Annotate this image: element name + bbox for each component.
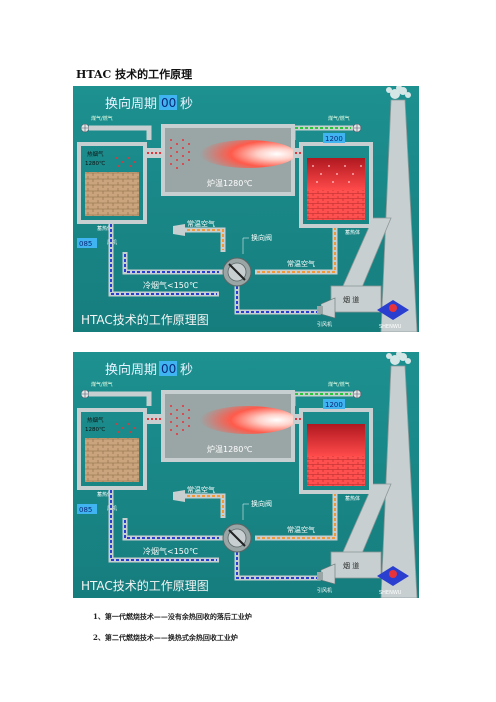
induced-fan-icon	[317, 297, 336, 319]
flue-duct: 烟 道	[330, 217, 392, 313]
left-port	[145, 414, 163, 424]
induced-fan-icon	[317, 563, 336, 585]
valve-leader-line	[242, 237, 249, 254]
left-regenerator: 热烟气 1280℃	[77, 142, 147, 224]
htac-diagram-2: 烟 道 换向周期 00 秒 煤气/燃气 煤气/燃气 热烟气 1280℃	[73, 352, 419, 598]
cycle-unit: 秒	[180, 363, 193, 378]
right-temp-value: 1200	[325, 401, 343, 409]
flue-duct-label: 烟 道	[343, 295, 359, 304]
right-regenerator-label: 蓄热体	[345, 495, 360, 502]
reversing-valve-icon	[222, 257, 252, 287]
left-temp-display	[77, 504, 97, 514]
induced-fan-label: 引风机	[317, 587, 332, 594]
diagram-caption: HTAC技术的工作原理图	[81, 312, 209, 327]
right-port	[293, 148, 303, 158]
preheated-temp-label: 1280℃	[85, 426, 105, 433]
note-2: 2、第二代燃烧技术——换热式余热回收工业炉	[93, 633, 238, 642]
cycle-display	[159, 361, 177, 376]
left-regenerator-label: 蓄热体	[97, 491, 112, 498]
right-bottom-pipe	[255, 226, 338, 275]
fuel-right-label: 煤气/燃气	[328, 115, 350, 122]
left-temp-value: 085	[79, 240, 92, 248]
normal-air-top-label: 常温空气	[187, 219, 215, 228]
normal-air-inlet	[173, 224, 226, 252]
cycle-value: 00	[161, 96, 176, 110]
normal-air-inlet	[173, 490, 226, 518]
normal-air-right-label: 常温空气	[287, 525, 315, 534]
fuel-right-label: 煤气/燃气	[328, 381, 350, 388]
left-temp-value: 085	[79, 506, 92, 514]
right-temp-display	[323, 133, 345, 143]
furnace: 炉温1280℃	[161, 124, 296, 196]
right-temp-value: 1200	[325, 135, 343, 143]
fuel-left-label: 煤气/燃气	[91, 381, 113, 388]
diagram-caption: HTAC技术的工作原理图	[81, 578, 209, 593]
cycle-display	[159, 95, 177, 110]
reversing-valve-icon	[222, 523, 252, 553]
left-regenerator: 热烟气 1280℃	[77, 408, 147, 490]
chimney	[380, 86, 418, 332]
valve-down-pipe	[234, 550, 321, 581]
right-fan-icon	[352, 123, 362, 133]
document-title: HTAC 技术的工作原理	[76, 68, 193, 81]
left-upper-pipe	[122, 518, 223, 541]
preheated-air-label: 热烟气	[87, 416, 104, 424]
reversing-valve-label: 换向阀	[251, 499, 272, 508]
logo-text: SHENWU	[379, 590, 402, 596]
cold-flue-label: 冷烟气<150℃	[143, 546, 198, 556]
preheated-air-label: 热烟气	[87, 150, 104, 158]
induced-fan-label: 引风机	[317, 321, 332, 328]
cycle-label: 换向周期	[105, 96, 157, 112]
right-temp-display	[323, 399, 345, 409]
preheated-temp-label: 1280℃	[85, 160, 105, 167]
htac-diagram-svg: 烟 道 换向周期 00 秒 煤气/燃气 煤气/燃气 热烟气 1280℃	[73, 352, 419, 598]
reversing-valve-label: 换向阀	[251, 233, 272, 242]
cycle-unit: 秒	[180, 97, 193, 112]
left-temp-display	[77, 238, 97, 248]
left-bottom-pipe	[108, 488, 219, 563]
left-port	[145, 148, 163, 158]
left-regenerator-label: 蓄热体	[97, 225, 112, 232]
left-fan-icon	[80, 389, 90, 399]
valve-down-pipe	[234, 284, 321, 315]
flue-duct-label: 烟 道	[343, 561, 359, 570]
right-port	[293, 414, 303, 424]
left-gas-pipe	[89, 125, 152, 140]
valve-leader-line	[242, 503, 249, 520]
cycle-label: 换向周期	[105, 362, 157, 378]
left-upper-pipe	[122, 252, 223, 275]
furnace: 炉温1280℃	[161, 390, 296, 462]
furnace-temp: 炉温1280℃	[207, 178, 252, 188]
left-fan-icon	[80, 123, 90, 133]
furnace-temp: 炉温1280℃	[207, 444, 252, 454]
logo: SHENWU	[377, 300, 409, 330]
right-bottom-pipe	[255, 492, 338, 541]
left-gas-pipe	[89, 391, 152, 406]
logo-text: SHENWU	[379, 324, 402, 330]
smoke-icon	[386, 352, 411, 365]
logo: SHENWU	[377, 566, 409, 596]
htac-diagram-1: 烟 道 换向周期 00 秒 煤气/燃气 煤气/燃气 热烟气 128	[73, 86, 419, 332]
normal-air-top-label: 常温空气	[187, 485, 215, 494]
chimney	[380, 352, 418, 598]
flame	[200, 140, 296, 168]
cold-flue-label: 冷烟气<150℃	[143, 280, 198, 290]
note-1: 1、第一代燃烧技术——没有余热回收的落后工业炉	[93, 612, 252, 621]
cycle-value: 00	[161, 362, 176, 376]
flame	[200, 406, 296, 434]
right-fan-icon	[352, 389, 362, 399]
fuel-left-label: 煤气/燃气	[91, 115, 113, 122]
flue-duct: 烟 道	[330, 483, 392, 579]
smoke-icon	[386, 86, 411, 99]
normal-air-right-label: 常温空气	[287, 259, 315, 268]
right-regenerator-label: 蓄热体	[345, 229, 360, 236]
htac-diagram-svg: 烟 道 换向周期 00 秒 煤气/燃气 煤气/燃气 热烟气 128	[73, 86, 419, 332]
left-bottom-pipe	[108, 222, 219, 297]
